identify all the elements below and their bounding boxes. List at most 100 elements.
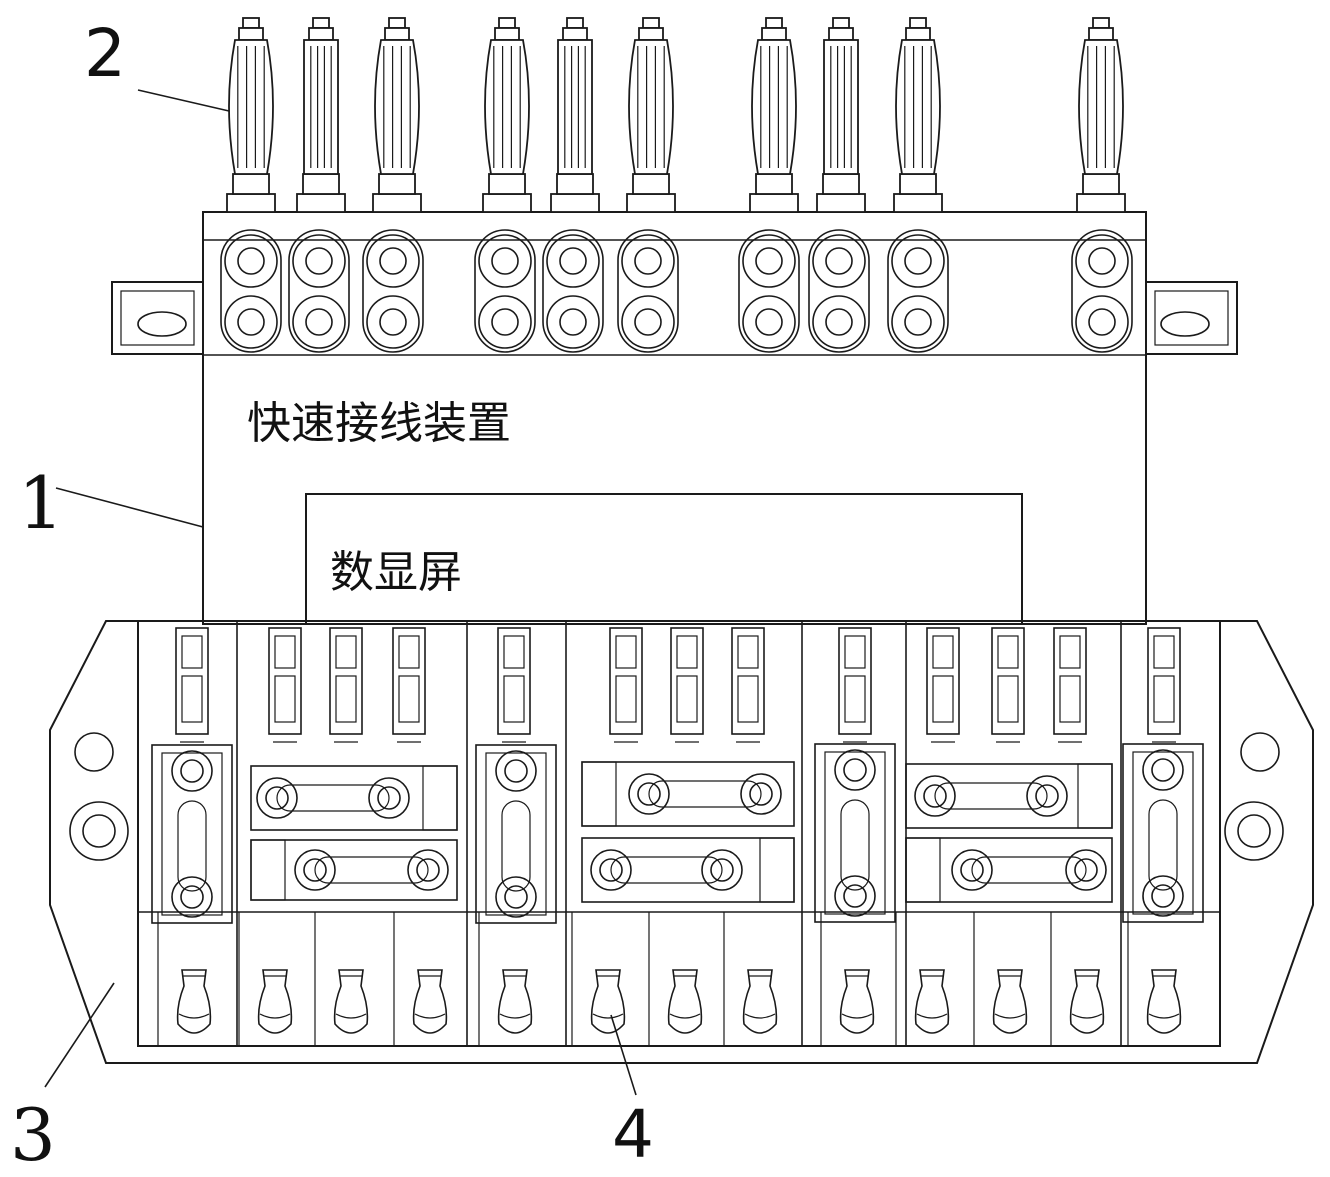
slot-window-upper xyxy=(1153,635,1175,669)
terminal-screw-pair xyxy=(474,229,536,353)
slot-connector-body xyxy=(1053,627,1087,735)
fuse-level-line xyxy=(669,1013,701,1019)
vertical-link-inner xyxy=(1132,751,1194,915)
terminal-screw-inner xyxy=(559,308,587,336)
binding-post xyxy=(296,17,346,213)
callout-4: 4 xyxy=(610,1014,654,1173)
terminal-screw-outer xyxy=(742,234,796,288)
slot-window-upper xyxy=(615,635,637,669)
terminal-screw-inner xyxy=(305,247,333,275)
fuse-body xyxy=(333,969,369,1034)
slot-window-lower xyxy=(615,675,637,723)
terminal-screw-outer xyxy=(292,295,346,349)
terminal-housing xyxy=(1071,229,1133,353)
post-base xyxy=(1076,193,1126,213)
digital-display xyxy=(305,493,1023,625)
post-grip xyxy=(1078,39,1124,175)
post-cap xyxy=(312,17,330,29)
slot-connector xyxy=(670,627,704,743)
terminal-screw-outer xyxy=(546,295,600,349)
terminal-screw-inner xyxy=(634,308,662,336)
slot-window-upper xyxy=(844,635,866,669)
horizontal-link-block xyxy=(422,765,458,831)
post-grip xyxy=(484,39,530,175)
fuse-body xyxy=(742,969,778,1034)
terminal-screw-outer xyxy=(224,295,278,349)
terminal-screw-pair xyxy=(362,229,424,353)
device-label: 快速接线装置 xyxy=(247,398,511,449)
horizontal-link-slot xyxy=(648,780,762,808)
terminal-screw-inner xyxy=(634,247,662,275)
horizontal-link-slot xyxy=(276,784,390,812)
terminal-screw-pair xyxy=(738,229,800,353)
terminal-screw-inner xyxy=(825,308,853,336)
terminal-screw-inner xyxy=(559,247,587,275)
vertical-link-screw-inner xyxy=(180,885,204,909)
binding-post xyxy=(226,17,276,213)
horizontal-link-screw-outer xyxy=(914,775,956,817)
horizontal-link-screw-outer xyxy=(294,849,336,891)
fuse-level-line xyxy=(1148,1013,1180,1019)
display-label: 数显屏 xyxy=(330,547,462,598)
fuse-slot xyxy=(895,912,950,1046)
post-neck xyxy=(638,27,664,41)
terminal-screw-outer xyxy=(224,234,278,288)
terminal-screw-inner xyxy=(904,308,932,336)
terminal-screw-outer xyxy=(621,295,675,349)
slot-top-connectors xyxy=(175,627,1181,743)
vertical-link xyxy=(1122,743,1204,923)
horizontal-link-slot xyxy=(934,782,1048,810)
horizontal-link-screw-inner xyxy=(599,858,623,882)
quick-wiring-device xyxy=(111,17,1238,625)
fuse-level-line xyxy=(744,1013,776,1019)
slot-connector-body xyxy=(731,627,765,735)
vertical-link xyxy=(475,744,557,924)
vertical-link-frame xyxy=(475,744,557,924)
horizontal-link-screw-inner xyxy=(377,786,401,810)
post-cap xyxy=(242,17,260,29)
horizontal-link-screw-inner xyxy=(1035,784,1059,808)
terminal-screw-outer xyxy=(292,234,346,288)
binding-post xyxy=(626,17,676,213)
slot-connector-body xyxy=(926,627,960,735)
terminal-screw-outer xyxy=(812,295,866,349)
fuse-level-line xyxy=(916,1013,948,1019)
fuse-body xyxy=(839,969,875,1034)
post-base xyxy=(893,193,943,213)
slot-connector xyxy=(1147,627,1181,743)
horizontal-link-frame xyxy=(250,839,458,901)
fuse-slot xyxy=(314,912,369,1046)
post-grip xyxy=(228,39,274,175)
post-base xyxy=(749,193,799,213)
vertical-link xyxy=(814,743,896,923)
terminal-screw-inner xyxy=(237,308,265,336)
terminal-screw-inner xyxy=(904,247,932,275)
horizontal-link-slot xyxy=(314,856,429,884)
base-left-holes xyxy=(69,732,129,861)
slot-connector-body xyxy=(609,627,643,735)
post-base xyxy=(816,193,866,213)
binding-post xyxy=(816,17,866,213)
horizontal-link-screw-inner xyxy=(960,858,984,882)
fuse-slot xyxy=(238,912,293,1046)
fuse-slot xyxy=(648,912,703,1046)
slot-window-lower xyxy=(844,675,866,723)
post-collar xyxy=(755,173,793,195)
fuse-level-line xyxy=(499,1013,531,1019)
slot-window-upper xyxy=(737,635,759,669)
vertical-link-screw-outer xyxy=(495,876,537,918)
svg-text:2: 2 xyxy=(84,15,126,92)
slot-window-lower xyxy=(997,675,1019,723)
slot-connector xyxy=(268,627,302,743)
slot-window-lower xyxy=(737,675,759,723)
horizontal-link-block xyxy=(581,761,617,827)
horizontal-link-block xyxy=(1077,763,1113,829)
vertical-link-slot xyxy=(501,800,531,892)
horizontal-link-screw-outer xyxy=(407,849,449,891)
post-neck xyxy=(761,27,787,41)
horizontal-link-screw-outer xyxy=(740,773,782,815)
slot-connector xyxy=(329,627,363,743)
vertical-link-inner xyxy=(161,752,223,916)
fuse-level-line xyxy=(841,1013,873,1019)
horizontal-link-screw-inner xyxy=(303,858,327,882)
